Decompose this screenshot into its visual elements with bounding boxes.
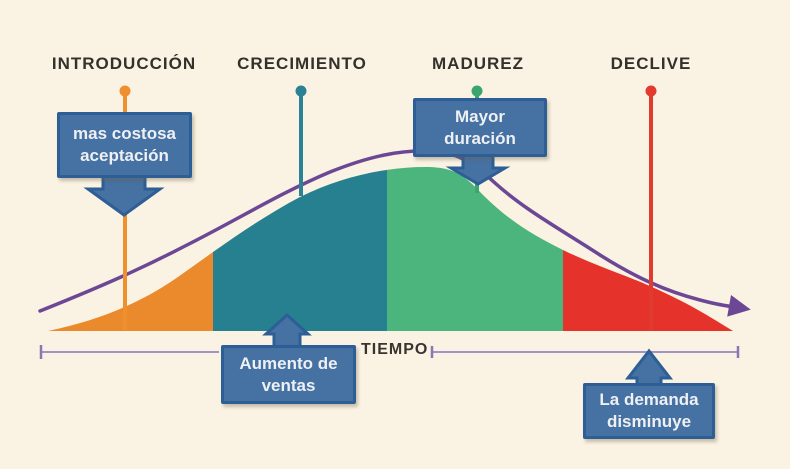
phase-label-introduccion: INTRODUCCIÓN — [51, 54, 197, 73]
callout-text-line: disminuye — [606, 412, 692, 431]
callout-text-line: Aumento de — [239, 353, 338, 373]
callout-arrow-down-icon — [445, 151, 511, 186]
callout-text-line: La demanda — [599, 390, 699, 409]
callout-arrow-down-icon — [83, 172, 165, 217]
callout-text-line: Mayor — [454, 106, 506, 126]
callout-la-demanda-disminuye: La demanda disminuye — [583, 383, 715, 439]
phase-marker-dot-declive — [645, 85, 657, 97]
phase-label-declive: DECLIVE — [610, 54, 692, 73]
callout-text-line: duración — [444, 128, 516, 148]
time-axis-label: TIEMPO — [361, 341, 429, 358]
callout-text-line: ventas — [261, 375, 316, 395]
phase-marker-dot-madurez — [471, 85, 483, 97]
callout-aumento-de-ventas: Aumento de ventas — [221, 345, 356, 404]
callout-mayor-duracion: Mayor duración — [413, 98, 547, 157]
phase-label-crecimiento: CRECIMIENTO — [237, 54, 367, 73]
phase-marker-dot-crecimiento — [295, 85, 307, 97]
callout-text-line: mas costosa — [73, 124, 176, 143]
callout-mas-costosa-aceptacion: mas costosa aceptación — [57, 112, 192, 178]
callout-text-line: aceptación — [80, 146, 169, 165]
phase-label-madurez: MADUREZ — [432, 54, 524, 73]
callout-arrow-up-icon — [262, 312, 312, 351]
phase-marker-dot-introduccion — [119, 85, 131, 97]
sales-curve-arrowhead-icon — [727, 294, 751, 317]
